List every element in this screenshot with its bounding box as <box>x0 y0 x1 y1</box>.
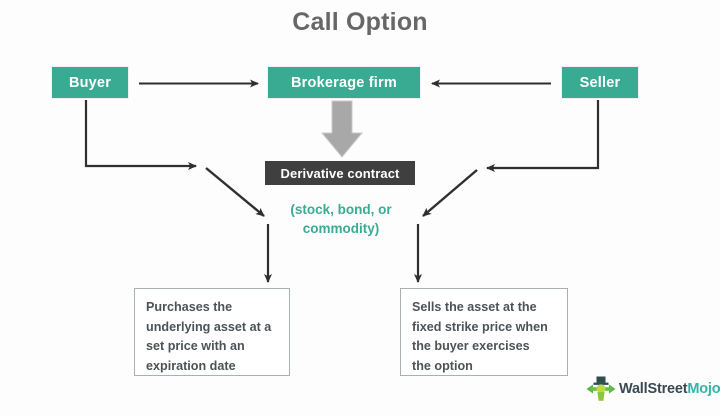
logo-text-accent: Mojo <box>687 381 720 397</box>
outcome-seller-line-2: fixed strike price when <box>412 319 548 334</box>
outcome-seller-line-3: the buyer exercises <box>412 339 530 353</box>
outcome-buyer-line-2: underlying asset at a <box>146 319 272 334</box>
node-brokerage-firm[interactable]: Brokerage firm <box>268 67 420 98</box>
node-seller[interactable]: Seller <box>562 67 638 98</box>
connector-buyer-to-outcome <box>84 100 272 283</box>
node-brokerage-firm-label: Brokerage firm <box>291 74 397 91</box>
node-outcome-buyer[interactable]: Purchases the underlying asset at a set … <box>134 288 290 376</box>
wallstreetmojo-logo[interactable]: WallStreetMojo <box>586 374 720 404</box>
asset-caption-line-1: (stock, bond, or <box>290 202 392 217</box>
node-buyer[interactable]: Buyer <box>52 67 128 98</box>
asset-caption-line-2: commodity) <box>302 221 380 236</box>
outcome-buyer-line-1: Purchases the <box>146 300 233 314</box>
outcome-seller-line-4: the option <box>412 358 473 373</box>
outcome-buyer-line-3: set price with an <box>146 339 245 353</box>
node-outcome-seller[interactable]: Sells the asset at the fixed strike pric… <box>400 288 568 376</box>
node-derivative-contract-label: Derivative contract <box>280 165 400 181</box>
connector-brokerage-to-contract <box>320 100 364 158</box>
logo-text-primary: WallStreet <box>619 381 688 397</box>
node-derivative-contract[interactable]: Derivative contract <box>265 161 415 185</box>
outcome-buyer-line-4: expiration date <box>146 358 236 373</box>
asset-caption: (stock, bond, or commodity) <box>255 200 427 238</box>
node-buyer-label: Buyer <box>68 74 112 91</box>
node-seller-label: Seller <box>579 74 621 91</box>
connector-seller-to-outcome <box>414 100 600 283</box>
wallstreetmojo-logo-icon <box>586 376 616 401</box>
page-title: Call Option <box>292 8 428 36</box>
wallstreetmojo-logo-text: WallStreetMojo <box>619 381 720 397</box>
outcome-seller-line-1: Sells the asset at the <box>412 300 537 314</box>
